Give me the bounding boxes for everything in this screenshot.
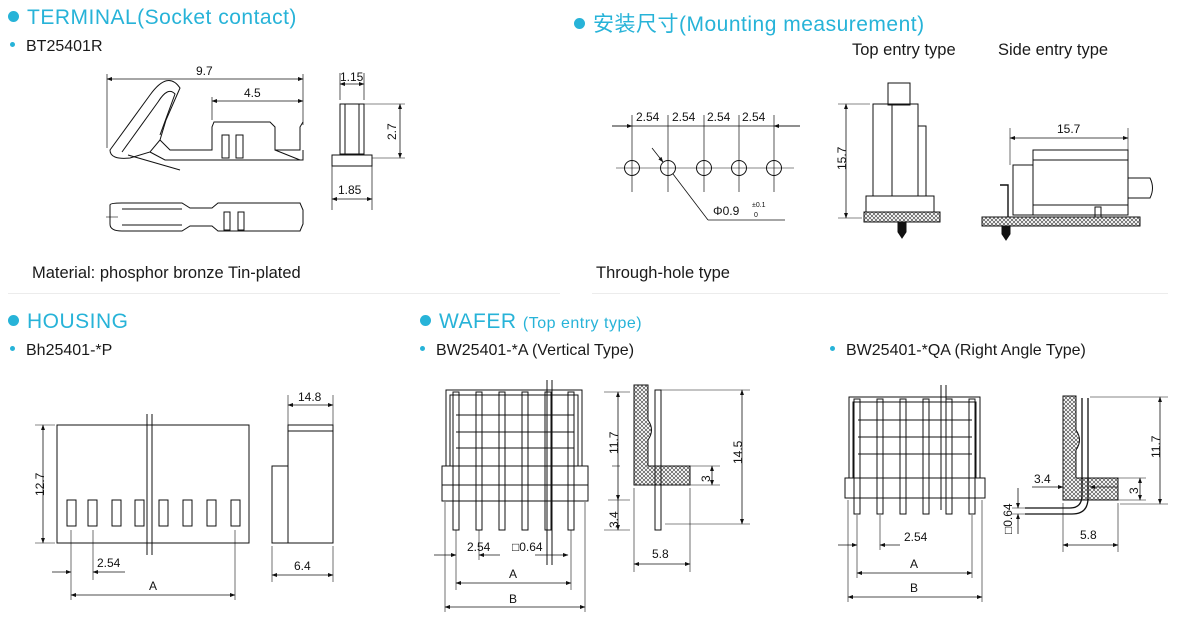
terminal-top-view <box>106 202 304 232</box>
dim-pitch-2: 2.54 <box>672 110 696 124</box>
dim-wafer-pin-height: 11.7 <box>607 431 621 454</box>
bullet-icon <box>10 42 15 47</box>
dim-wafer-pin-size: □0.64 <box>512 540 543 554</box>
side-entry-label: Side entry type <box>998 41 1109 59</box>
mounting-heading: 安装尺寸(Mounting measurement) <box>574 8 925 38</box>
side-entry-view <box>981 128 1153 241</box>
bullet-icon <box>574 18 585 29</box>
bullet-icon <box>10 346 15 351</box>
dim-wafer-a: A <box>509 567 517 581</box>
dim-top-entry-height: 15.7 <box>835 146 849 170</box>
housing-part: Bh25401-*P <box>10 342 112 360</box>
dim-wafer-pitch: 2.54 <box>467 540 491 554</box>
dim-wafer-ra-b: B <box>910 581 918 595</box>
top-entry-label: Top entry type <box>852 41 956 59</box>
terminal-end-view <box>331 73 405 210</box>
housing-side-view <box>271 395 334 582</box>
dim-hole-diameter: Φ0.9 <box>713 204 740 218</box>
housing-front-view <box>35 414 250 600</box>
wafer-right-angle-front <box>838 385 986 602</box>
terminal-material: Material: phosphor bronze Tin-plated <box>32 264 301 282</box>
dim-housing-height: 12.7 <box>33 472 47 496</box>
dim-housing-depth-bottom: 6.4 <box>294 559 311 573</box>
wafer-heading: WAFER (Top entry type) <box>420 310 642 334</box>
wafer-vertical-side <box>633 384 750 572</box>
wafer-right-angle-part-label: BW25401-*QA (Right Angle Type) <box>846 342 1086 359</box>
mounting-title: 安装尺寸(Mounting measurement) <box>593 13 925 36</box>
dim-housing-overall: A <box>149 579 157 593</box>
top-entry-view <box>838 82 941 239</box>
dim-terminal-width: 1.15 <box>340 70 364 84</box>
wafer-right-angle-part: BW25401-*QA (Right Angle Type) <box>830 342 1086 360</box>
through-hole-label: Through-hole type <box>596 264 730 282</box>
dim-wafer-b: B <box>509 592 517 606</box>
terminal-heading: TERMINAL(Socket contact) <box>8 6 297 30</box>
dim-wafer-lower: 3.4 <box>607 511 621 528</box>
dim-wafer-total-height: 14.5 <box>731 440 745 464</box>
bullet-icon <box>420 315 431 326</box>
through-hole-pattern <box>612 115 800 221</box>
dim-side-entry-length: 15.7 <box>1057 122 1081 136</box>
wafer-vertical-part: BW25401-*A (Vertical Type) <box>420 342 634 360</box>
dim-hole-tol-upper: ±0.1 <box>752 202 766 209</box>
dim-wafer-depth: 5.8 <box>652 547 669 561</box>
wafer-vertical-part-label: BW25401-*A (Vertical Type) <box>436 342 635 359</box>
dim-wafer-ra-pin-height: 11.7 <box>1149 435 1163 458</box>
section-divider <box>592 293 1168 294</box>
dim-terminal-height: 2.7 <box>385 123 399 140</box>
wafer-title-note: (Top entry type) <box>522 315 643 332</box>
terminal-part: BT25401R <box>10 38 103 56</box>
dim-wafer-ra-pin-size: □0.64 <box>1001 503 1015 534</box>
dim-wafer-ra-pitch: 2.54 <box>904 530 928 544</box>
dim-pitch-3: 2.54 <box>707 110 731 124</box>
dim-housing-pitch: 2.54 <box>97 556 121 570</box>
wafer-vertical-front <box>434 380 630 612</box>
terminal-part-label: BT25401R <box>26 38 103 55</box>
dim-wafer-ra-body: 3 <box>1127 487 1141 494</box>
housing-title: HOUSING <box>27 310 129 333</box>
dim-wafer-ra-a: A <box>910 557 918 571</box>
bullet-icon <box>8 11 19 22</box>
wafer-right-angle-side <box>1012 395 1168 552</box>
dim-terminal-crimp: 4.5 <box>244 86 261 100</box>
bullet-icon <box>8 315 19 326</box>
terminal-side-view <box>106 74 304 171</box>
dim-wafer-body: 3 <box>699 475 713 482</box>
bullet-icon <box>830 346 835 351</box>
terminal-title: TERMINAL(Socket contact) <box>27 6 297 29</box>
dim-wafer-ra-offset: 3.4 <box>1034 472 1051 486</box>
dim-pitch-1: 2.54 <box>636 110 660 124</box>
dim-terminal-base: 1.85 <box>338 183 362 197</box>
bullet-icon <box>420 346 425 351</box>
section-divider <box>8 293 560 294</box>
dim-wafer-ra-depth: 5.8 <box>1080 528 1097 542</box>
housing-heading: HOUSING <box>8 310 129 334</box>
dim-hole-tol-lower: 0 <box>754 212 758 219</box>
dim-housing-depth-top: 14.8 <box>298 390 322 404</box>
wafer-title: WAFER <box>439 310 517 333</box>
dim-pitch-4: 2.54 <box>742 110 766 124</box>
housing-part-label: Bh25401-*P <box>26 342 113 359</box>
dim-terminal-length: 9.7 <box>196 64 213 78</box>
